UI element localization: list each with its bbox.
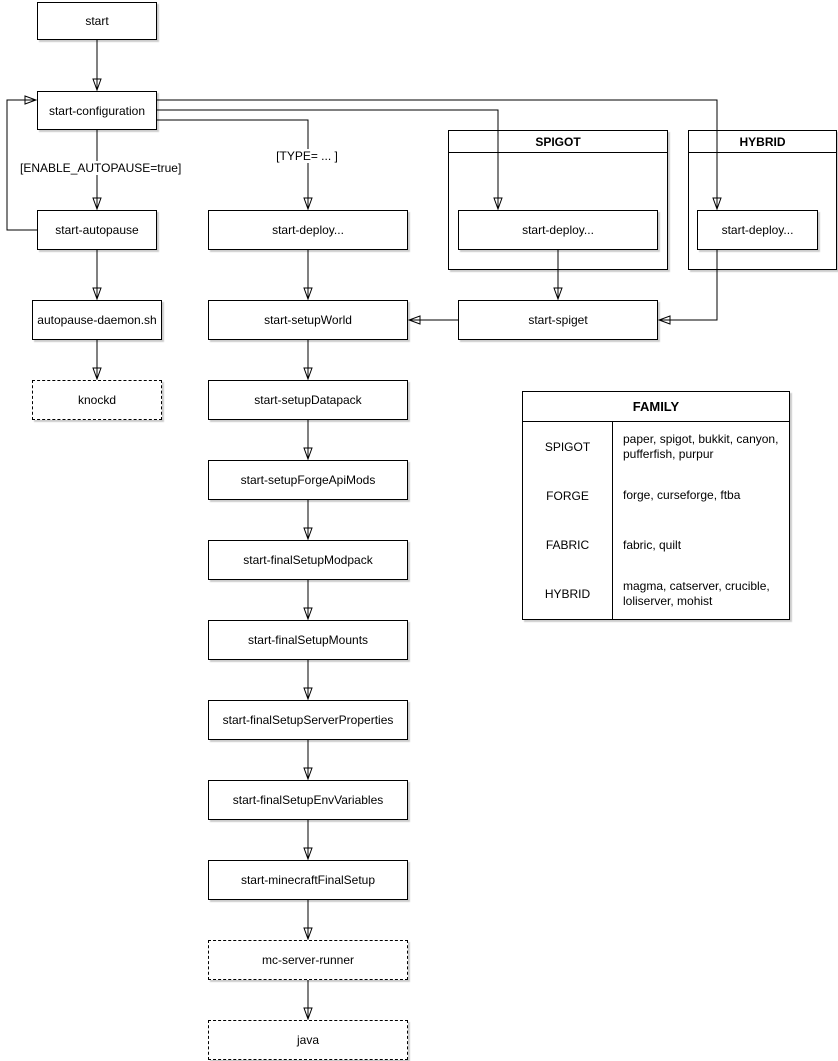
family-table-row-forge: FORGE forge, curseforge, ftba: [523, 471, 789, 521]
node-start-minecraft-final-setup: start-minecraftFinalSetup: [208, 860, 408, 900]
family-table-title: FAMILY: [523, 392, 789, 422]
node-start-final-setup-mounts: start-finalSetupMounts: [208, 620, 408, 660]
node-start-final-setup-modpack: start-finalSetupModpack: [208, 540, 408, 580]
family-members: paper, spigot, bukkit, canyon, pufferfis…: [623, 431, 779, 461]
node-autopause-daemon: autopause-daemon.sh: [32, 300, 162, 340]
node-start-setup-world: start-setupWorld: [208, 300, 408, 340]
family-members: fabric, quilt: [623, 537, 682, 552]
edge-label-type: [TYPE= ... ]: [272, 149, 342, 163]
node-start-final-setup-server-properties: start-finalSetupServerProperties: [208, 700, 408, 740]
family-members: forge, curseforge, ftba: [623, 488, 741, 503]
node-start-final-setup-env-variables: start-finalSetupEnvVariables: [208, 780, 408, 820]
edge-label-enable-autopause: [ENABLE_AUTOPAUSE=true]: [19, 161, 182, 175]
node-start-spiget: start-spiget: [458, 300, 658, 340]
node-start-setup-forge-api-mods: start-setupForgeApiMods: [208, 460, 408, 500]
family-members: magma, catserver, crucible, loliserver, …: [623, 579, 770, 609]
family-name: FABRIC: [523, 520, 613, 570]
node-start-deploy-spigot: start-deploy...: [458, 210, 658, 250]
node-start-autopause: start-autopause: [37, 210, 157, 250]
node-start-configuration: start-configuration: [37, 91, 157, 130]
node-java: java: [208, 1020, 408, 1060]
node-start-setup-datapack: start-setupDatapack: [208, 380, 408, 420]
family-name: SPIGOT: [523, 422, 613, 472]
node-knockd: knockd: [32, 380, 162, 420]
node-mc-server-runner: mc-server-runner: [208, 940, 408, 980]
family-table-row-fabric: FABRIC fabric, quilt: [523, 520, 789, 570]
node-start-deploy-hybrid: start-deploy...: [697, 210, 818, 250]
family-table-row-spigot: SPIGOT paper, spigot, bukkit, canyon, pu…: [523, 422, 789, 472]
family-table-row-hybrid: HYBRID magma, catserver, crucible, lolis…: [523, 569, 789, 619]
family-name: FORGE: [523, 471, 613, 521]
family-table-body: SPIGOT paper, spigot, bukkit, canyon, pu…: [523, 422, 789, 619]
node-start-deploy-type: start-deploy...: [208, 210, 408, 250]
family-table: FAMILY SPIGOT paper, spigot, bukkit, can…: [522, 391, 790, 620]
spigot-group-title: SPIGOT: [449, 131, 667, 153]
family-name: HYBRID: [523, 569, 613, 619]
hybrid-group-title: HYBRID: [689, 131, 836, 153]
node-start: start: [37, 2, 157, 40]
